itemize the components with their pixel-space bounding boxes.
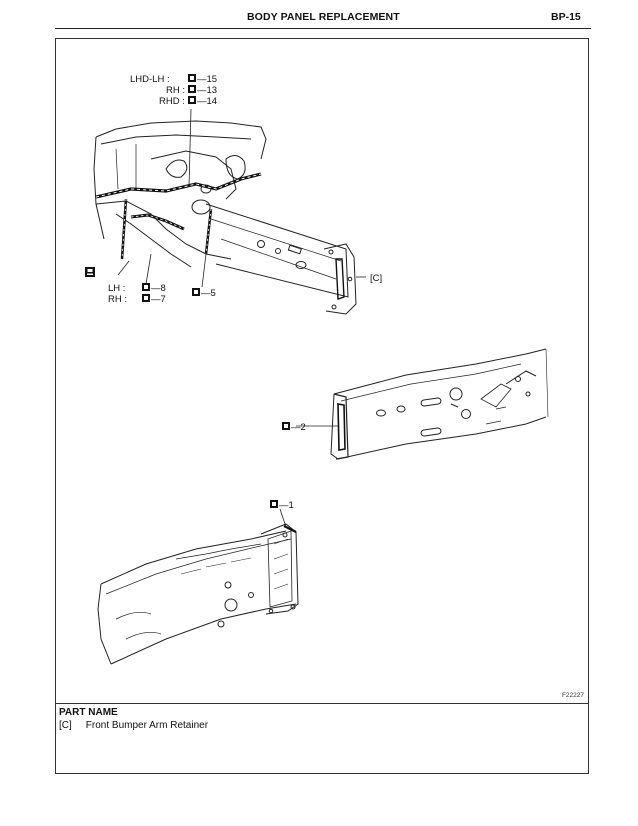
spot-weld-icon	[142, 294, 150, 302]
callout-lhd-lh: LHD-LH :	[130, 74, 170, 85]
bottom-member-drawing	[97, 523, 299, 665]
middle-member-drawing	[330, 348, 549, 460]
spot-weld-icon	[142, 283, 150, 291]
section-divider	[56, 703, 588, 704]
figure-code: F22227	[561, 692, 584, 699]
spot-weld-icon	[282, 422, 290, 430]
bottom-callout: —1	[270, 500, 294, 528]
top-callout-leaders	[117, 108, 366, 288]
callout-part-c: [C]	[370, 273, 382, 284]
spot-weld-icon	[188, 85, 196, 93]
spot-weld-icon	[192, 288, 200, 296]
spot-weld-icon	[188, 96, 196, 104]
section-title: BODY PANEL REPLACEMENT	[247, 11, 400, 23]
header-rule	[55, 28, 591, 29]
callout-rhd: RHD :	[159, 96, 185, 107]
page-header: BODY PANEL REPLACEMENT BP-15	[0, 0, 638, 34]
repair-illustration: LHD-LH : —15 RH : —13 RHD : —14 LH : —8 …	[85, 74, 549, 665]
callout-rhd-num: —14	[197, 96, 217, 107]
middle-callout: —2	[282, 422, 338, 433]
callout-rh-lower-num: —7	[151, 294, 166, 305]
callout-one: —1	[279, 500, 294, 511]
mig-weld-icon	[85, 267, 95, 277]
part-name: Front Bumper Arm Retainer	[85, 720, 209, 731]
callout-lh-num: —8	[151, 283, 166, 294]
callout-rh-lower: RH :	[108, 294, 127, 305]
spot-weld-icon	[270, 500, 278, 508]
part-code: [C]	[59, 720, 72, 731]
callout-two: —2	[291, 422, 306, 433]
callout-five: —5	[201, 288, 216, 299]
page-number: BP-15	[551, 11, 581, 23]
top-callouts: LHD-LH : —15 RH : —13 RHD : —14 LH : —8 …	[85, 74, 382, 305]
callout-lhd-lh-num: —15	[197, 74, 217, 85]
top-assembly-drawing	[93, 120, 357, 315]
part-row: [C] Front Bumper Arm Retainer	[59, 720, 208, 731]
callout-lh: LH :	[108, 283, 125, 294]
illustration-frame: LHD-LH : —15 RH : —13 RHD : —14 LH : —8 …	[55, 38, 589, 774]
part-name-heading: PART NAME	[59, 707, 118, 718]
callout-rh-num: —13	[197, 85, 217, 96]
callout-rh: RH :	[166, 85, 185, 96]
spot-weld-icon	[188, 74, 196, 82]
